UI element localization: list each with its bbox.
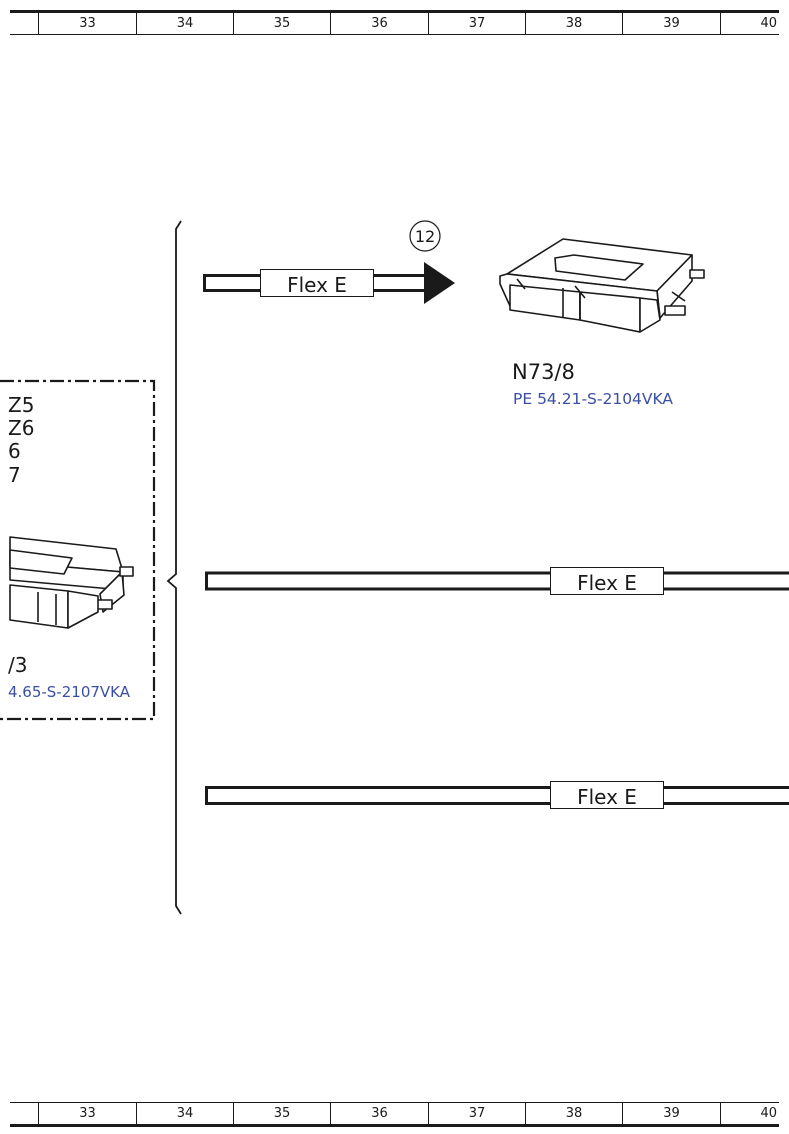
ruler-cell-33: 33 bbox=[38, 13, 136, 34]
ruler-cell-39: 39 bbox=[622, 13, 720, 34]
ruler-cell-36: 36 bbox=[330, 1103, 428, 1124]
wire-double-line bbox=[205, 571, 789, 591]
left-box-reference-link[interactable]: 4.65-S-2107VKA bbox=[8, 683, 131, 701]
ruler-cell-35: 35 bbox=[233, 1103, 330, 1124]
left-box-component-id: /3 bbox=[8, 653, 27, 677]
wire-double-line bbox=[205, 786, 789, 805]
left-box-code-2: Z6 bbox=[8, 416, 34, 440]
ruler-cell-36: 36 bbox=[330, 13, 428, 34]
top-grid-ruler: 33 34 35 36 37 38 39 40 bbox=[10, 10, 779, 35]
n73-8-reference-link[interactable]: PE 54.21-S-2104VKA bbox=[513, 390, 673, 408]
middle-flex-e-wire[interactable]: Flex E bbox=[205, 567, 789, 596]
wire-label-box bbox=[260, 269, 374, 297]
bottom-grid-ruler: 33 34 35 36 37 38 39 40 bbox=[10, 1102, 779, 1127]
ruler-cell-34: 34 bbox=[136, 13, 233, 34]
left-box-code-1: Z5 bbox=[8, 393, 34, 417]
ruler-cell-40: 40 bbox=[720, 1103, 779, 1124]
dash-dot-border bbox=[0, 379, 156, 721]
ruler-cell-33: 33 bbox=[38, 1103, 136, 1124]
top-flex-e-wire[interactable]: Flex E bbox=[203, 262, 456, 304]
ruler-cell-38: 38 bbox=[525, 13, 622, 34]
connector-number-badge[interactable]: 12 bbox=[409, 220, 441, 252]
ruler-cell-37: 37 bbox=[428, 1103, 525, 1124]
wire-label-box bbox=[550, 567, 664, 595]
n73-8-control-unit-icon[interactable] bbox=[499, 238, 705, 333]
ruler-cell-40: 40 bbox=[720, 13, 779, 34]
arrow-right-icon bbox=[424, 262, 455, 304]
left-box-code-3: 6 bbox=[8, 439, 21, 463]
left-box-code-4: 7 bbox=[8, 463, 21, 487]
grouping-brace bbox=[166, 220, 182, 915]
wire-label-box bbox=[550, 781, 664, 809]
ruler-cell-35: 35 bbox=[233, 13, 330, 34]
bottom-flex-e-wire[interactable]: Flex E bbox=[205, 781, 789, 810]
wire-label: Flex E bbox=[577, 785, 637, 809]
connector-number: 12 bbox=[415, 227, 435, 246]
ruler-cell-37: 37 bbox=[428, 13, 525, 34]
ruler-cell-39: 39 bbox=[622, 1103, 720, 1124]
n73-8-component-id: N73/8 bbox=[512, 360, 575, 384]
ruler-cell-34: 34 bbox=[136, 1103, 233, 1124]
wire-label: Flex E bbox=[577, 571, 637, 595]
wire-label: Flex E bbox=[287, 273, 347, 297]
ruler-cell-38: 38 bbox=[525, 1103, 622, 1124]
left-component-box[interactable]: Z5 Z6 6 7 /3 4.65-S-2107VKA bbox=[0, 379, 156, 721]
left-control-unit-icon bbox=[9, 536, 134, 629]
